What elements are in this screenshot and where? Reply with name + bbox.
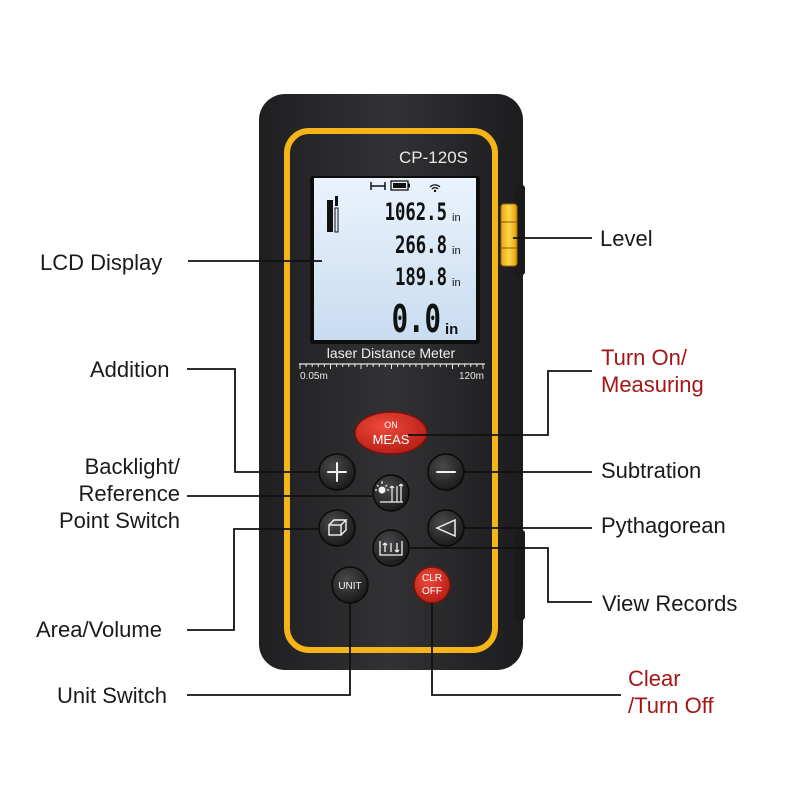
backlight-reference-button[interactable] [372,474,410,512]
reading-main-unit: in [445,321,458,338]
off-label: OFF [422,586,442,597]
reading-1-unit: in [452,212,461,224]
subtraction-button[interactable] [427,453,465,491]
callout-clear: Clear /Turn Off [628,665,714,719]
plus-icon [327,462,347,482]
callout-pythagorean: Pythagorean [601,512,726,539]
leader-view-records [410,547,592,603]
on-meas-label-top: ON [384,420,398,430]
leader-turn-on [408,370,592,436]
reading-2-unit: in [452,245,461,257]
callout-backlight-line1: Backlight/ [84,454,180,479]
callout-unit-switch-text: Unit Switch [57,683,168,708]
backlight-reference-icon [375,481,404,503]
callout-area-volume-text: Area/Volume [36,617,162,642]
leader-unit-switch [187,603,351,696]
callout-view-records: View Records [602,590,737,617]
lcd-screen [314,178,476,340]
clr-off-button[interactable]: CLR OFF [413,566,451,604]
side-grip [515,530,525,620]
callout-level: Level [600,225,653,252]
callout-unit-switch: Unit Switch [57,682,167,709]
on-meas-button[interactable]: ON MEAS [354,411,428,455]
accent-stripe [284,128,498,653]
callout-clear-line2: /Turn Off [628,693,714,718]
addition-button[interactable] [318,453,356,491]
leader-addition [187,368,318,473]
reading-2-value: 266.8 [395,231,447,259]
level-bubble [500,203,518,267]
reference-point-icon [327,196,339,233]
callout-lcd-display-text: LCD Display [40,250,163,275]
view-records-button[interactable] [372,529,410,567]
callout-addition: Addition [90,356,170,383]
leader-lines [187,237,621,696]
range-min-label: 0.05m [300,371,328,382]
callout-addition-text: Addition [90,357,170,382]
callout-lcd-display: LCD Display [40,249,162,276]
callout-backlight-line3: Point Switch [58,508,180,533]
unit-button-label: UNIT [338,581,361,592]
model-name: CP-120S [399,148,468,167]
lcd-display: 1062.5 in 266.8 in 189.8 in 0.0 in [310,176,480,344]
callout-backlight-line2: Reference [78,481,180,506]
callout-subtraction-text: Subtration [601,458,702,483]
callout-turn-on-line2: Measuring [601,372,704,397]
reading-1-value: 1062.5 [385,198,447,226]
battery-icon [390,180,410,191]
reading-main-value: 0.0 [392,296,441,341]
screen-caption: laser Distance Meter [327,345,456,361]
clr-label: CLR [422,573,442,584]
laser-signal-icon [429,184,441,193]
callout-area-volume: Area/Volume [36,616,162,643]
reading-3-unit: in [452,277,461,289]
callout-backlight: Backlight/ Reference Point Switch [38,453,180,534]
callout-clear-line1: Clear [628,666,681,691]
pythagorean-button[interactable] [427,509,465,547]
range-max-label: 120m [459,371,484,382]
callout-turn-on-line1: Turn On/ [601,345,687,370]
callout-subtraction: Subtration [601,457,701,484]
range-ruler [299,363,485,369]
callout-level-text: Level [600,226,653,251]
reading-3-value: 189.8 [395,263,447,291]
callout-turn-on: Turn On/ Measuring [601,344,704,398]
triangle-icon [435,518,456,538]
unit-button[interactable]: UNIT [331,566,369,604]
on-meas-label-bottom: MEAS [373,432,410,447]
callout-view-records-text: View Records [602,591,738,616]
cube-icon [328,519,348,536]
leader-area-volume [187,528,318,631]
distance-mode-icon [370,182,386,190]
leader-clear [431,603,621,696]
callout-pythagorean-text: Pythagorean [601,513,726,538]
records-icon [379,541,403,556]
area-volume-button[interactable] [318,509,356,547]
